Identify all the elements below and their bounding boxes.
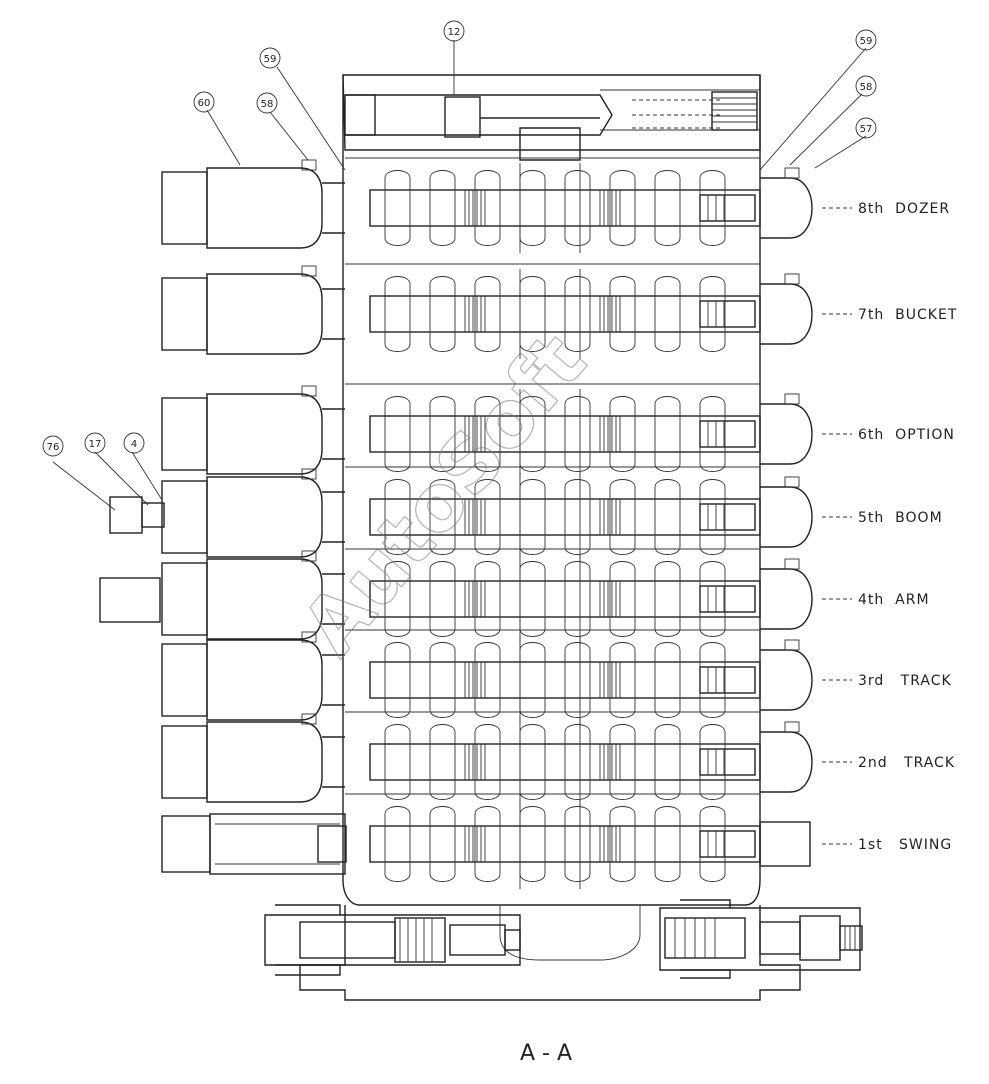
- section-label-8th: 8th DOZER: [858, 201, 950, 217]
- callout-12: 12: [443, 20, 465, 42]
- callout-17: 17: [84, 432, 106, 454]
- right-cap-4th: [760, 558, 813, 630]
- left-cap-1st: [161, 813, 347, 875]
- right-cap-2nd: [760, 721, 813, 793]
- spool-row-7th: [345, 263, 761, 359]
- left-cap-7th: [161, 265, 345, 355]
- section-title: A - A: [520, 1041, 572, 1066]
- section-label-7th: 7th BUCKET: [858, 307, 957, 323]
- section-label-1st: 1st SWING: [858, 837, 952, 853]
- left-fittings: [99, 496, 165, 623]
- spool-row-8th: [345, 157, 761, 253]
- svg-text:12: 12: [448, 27, 461, 38]
- spool-rows: [345, 157, 761, 889]
- svg-text:59: 59: [264, 54, 277, 65]
- svg-text:76: 76: [47, 442, 60, 453]
- spool-row-3rd: [345, 629, 761, 725]
- callout-59-left: 59: [259, 47, 281, 69]
- callout-60: 60: [193, 91, 215, 113]
- right-cap-8th: [760, 167, 813, 239]
- svg-text:57: 57: [860, 124, 873, 135]
- right-cap-6th: [760, 393, 813, 465]
- spool-row-1st: [345, 793, 761, 889]
- right-cap-3rd: [760, 639, 813, 711]
- section-label-4th: 4th ARM: [858, 592, 930, 608]
- watermark: AutoSoft: [286, 317, 604, 672]
- svg-text:4: 4: [131, 439, 137, 450]
- svg-text:60: 60: [198, 98, 211, 109]
- callout-leaders: [52, 40, 867, 845]
- left-caps: [99, 159, 347, 875]
- spool-row-4th: [345, 548, 761, 644]
- left-cap-6th: [161, 385, 345, 475]
- left-cap-8th: [161, 159, 345, 249]
- spool-row-2nd: [345, 711, 761, 807]
- callout-59-right: 59: [855, 29, 877, 51]
- callout-76: 76: [42, 435, 64, 457]
- svg-text:17: 17: [89, 439, 102, 450]
- left-cap-5th: [161, 468, 345, 558]
- section-label-5th: 5th BOOM: [858, 510, 943, 526]
- right-cap-5th: [760, 476, 813, 548]
- callout-57: 57: [855, 117, 877, 139]
- left-cap-2nd: [161, 713, 345, 803]
- callout-58-right: 58: [855, 75, 877, 97]
- callout-4: 4: [123, 432, 145, 454]
- right-caps: [759, 167, 813, 867]
- section-label-3rd: 3rd TRACK: [858, 673, 952, 689]
- section-label-2nd: 2nd TRACK: [858, 755, 955, 771]
- right-cap-7th: [760, 273, 813, 345]
- section-label-6th: 6th OPTION: [858, 427, 955, 443]
- svg-text:59: 59: [860, 36, 873, 47]
- spool-row-6th: [345, 383, 761, 479]
- right-cap-1st: [759, 821, 811, 867]
- svg-text:58: 58: [261, 99, 274, 110]
- bottom-aux-valves: [264, 899, 863, 979]
- svg-text:58: 58: [860, 82, 873, 93]
- left-cap-3rd: [161, 631, 345, 721]
- callout-58-left: 58: [256, 92, 278, 114]
- spool-row-5th: [345, 466, 761, 562]
- left-cap-4th: [161, 550, 345, 640]
